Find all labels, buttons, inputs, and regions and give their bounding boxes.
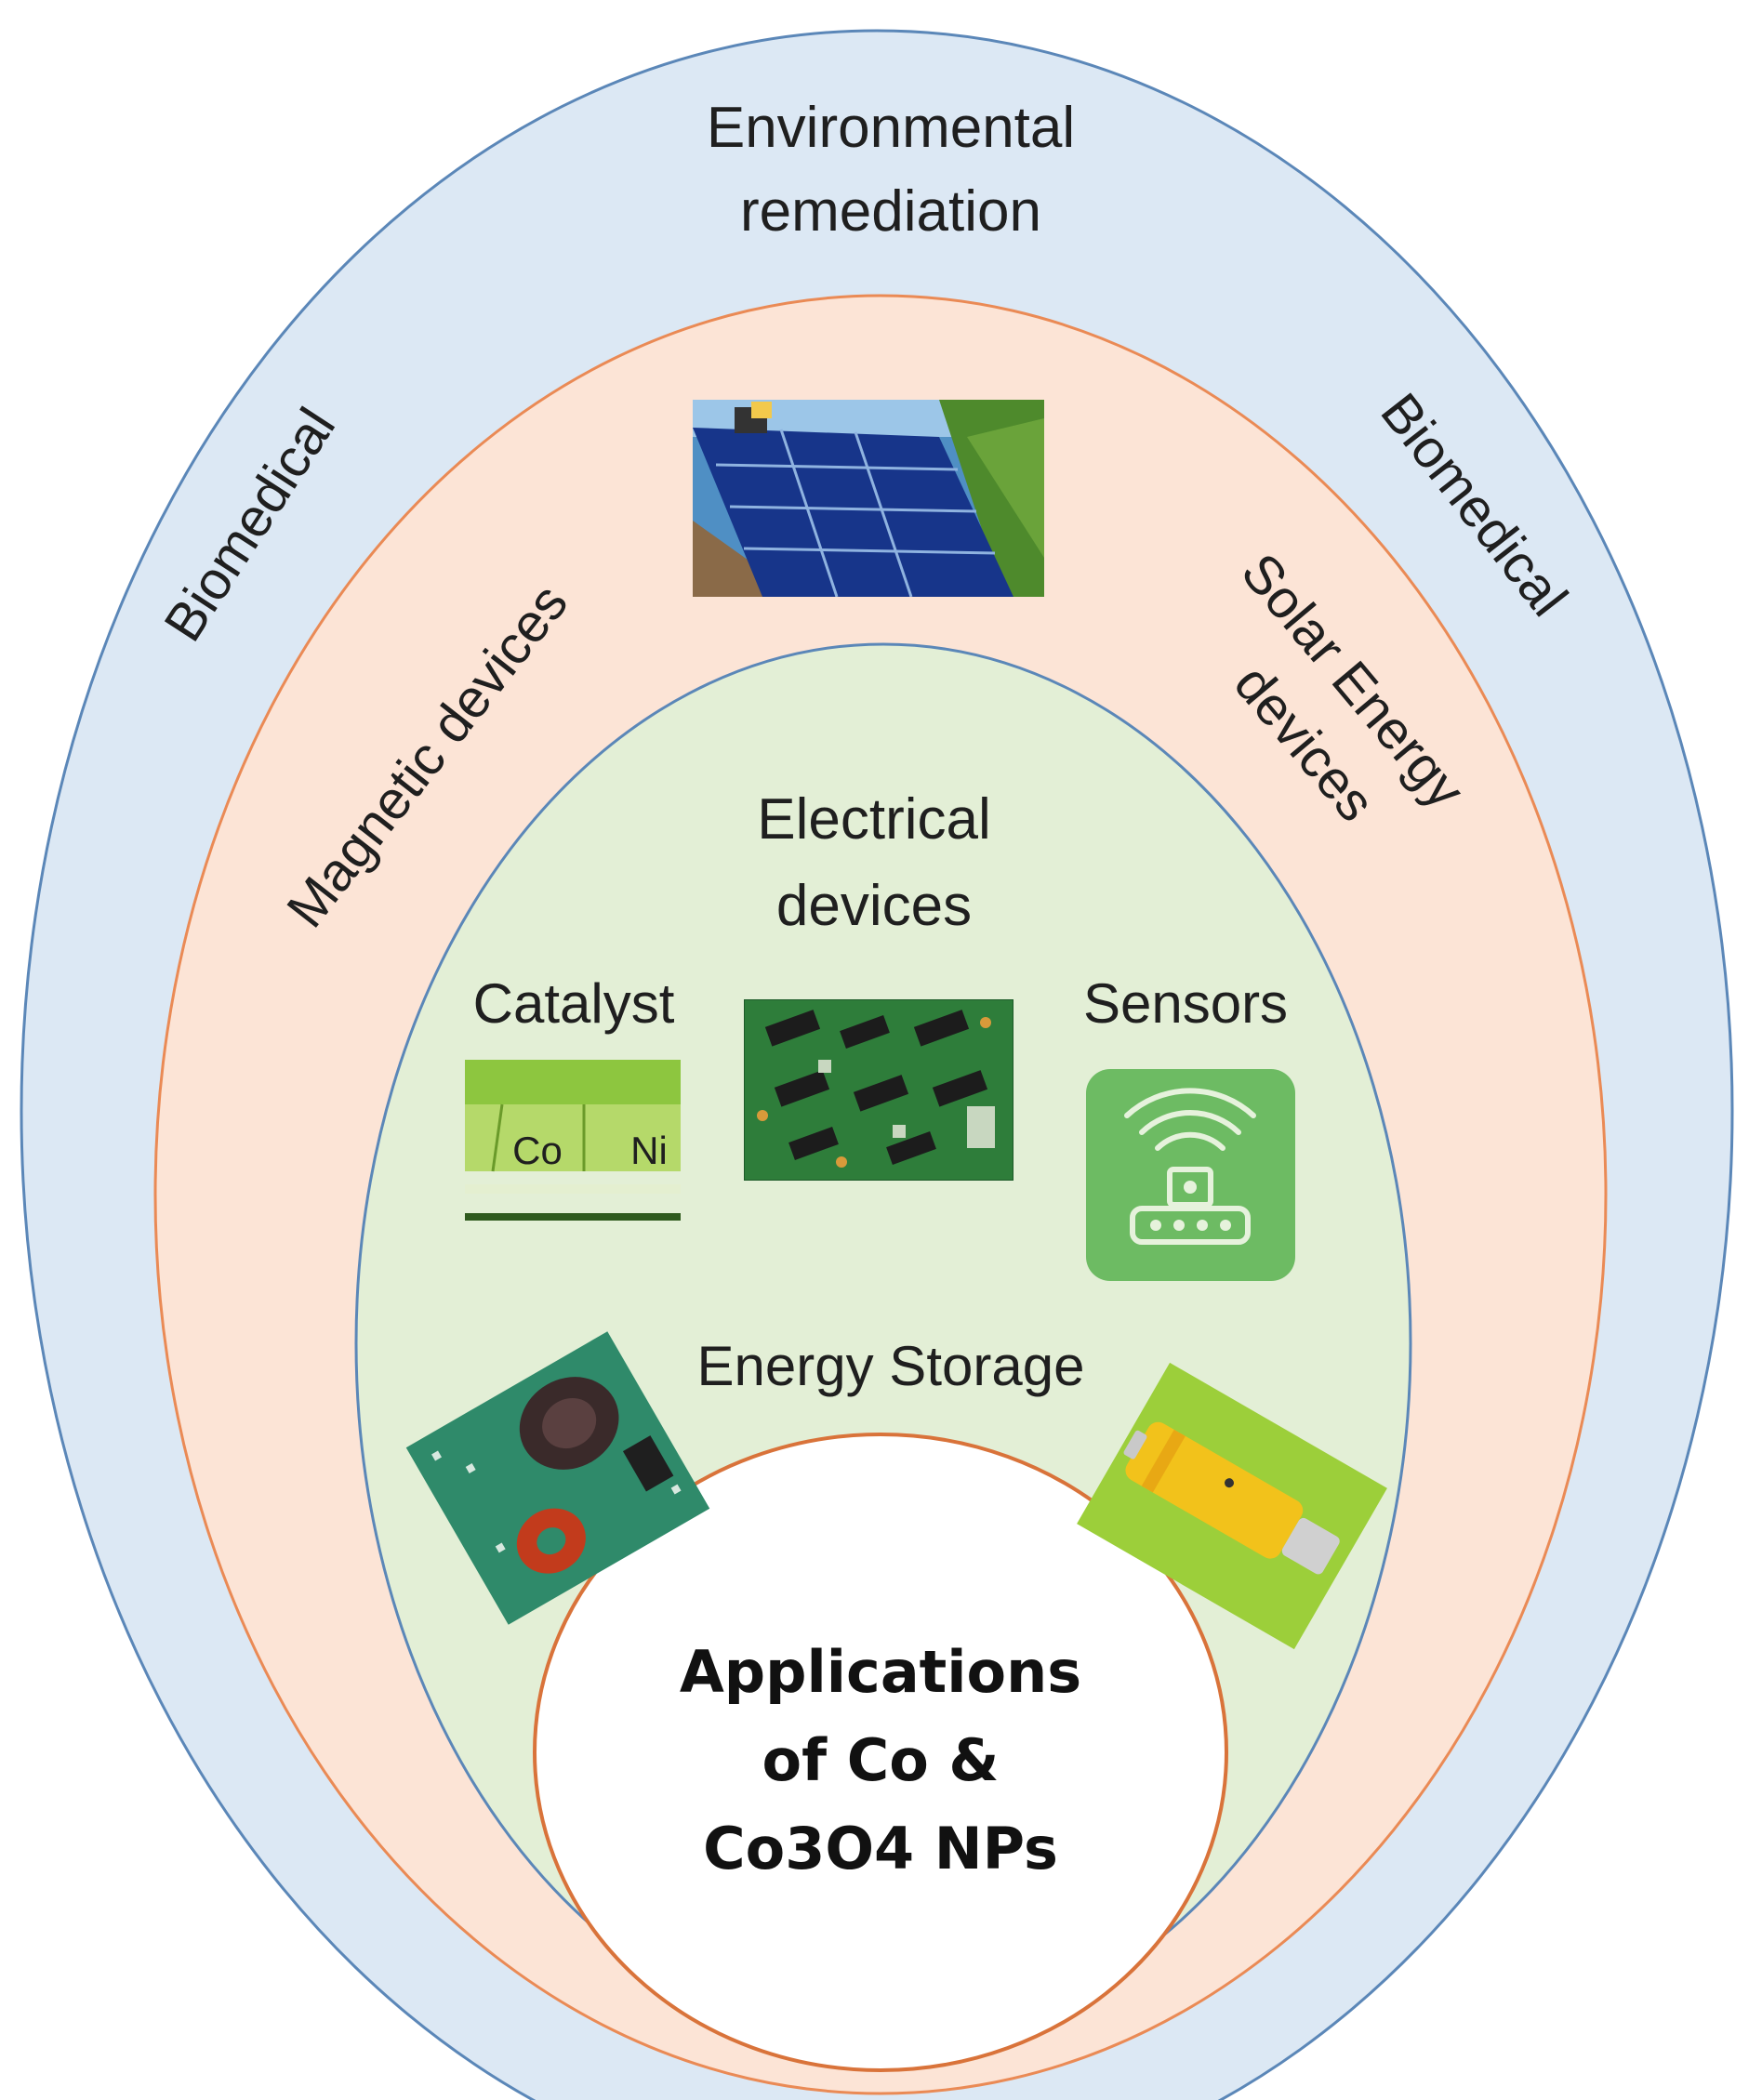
- catalyst-cell-ni: Ni: [630, 1129, 668, 1172]
- outer-top-label-line1: Environmental: [707, 96, 1075, 160]
- sensors-label: Sensors: [1083, 972, 1288, 1035]
- circuit-board-image: [744, 999, 1013, 1181]
- energy-storage-label: Energy Storage: [697, 1335, 1085, 1397]
- center-label-line3: Co3O4 NPs: [703, 1815, 1058, 1882]
- catalyst-icon: Co Ni: [465, 1060, 681, 1221]
- catalyst-cell-co: Co: [512, 1129, 563, 1172]
- center-label-line1: Applications: [680, 1638, 1081, 1706]
- outer-top-label-line2: remediation: [740, 179, 1041, 244]
- center-label-line2: of Co &: [762, 1726, 1000, 1794]
- inner-top-label-line1: Electrical: [757, 787, 991, 852]
- battery-image: [1077, 1362, 1387, 1650]
- solar-panels-image: [693, 400, 1044, 597]
- center-circle: [533, 1433, 1228, 2072]
- inner-top-label-line2: devices: [776, 874, 972, 938]
- sensor-icon: [1086, 1069, 1295, 1281]
- inductor-board-image: [405, 1331, 710, 1625]
- catalyst-label: Catalyst: [473, 972, 675, 1035]
